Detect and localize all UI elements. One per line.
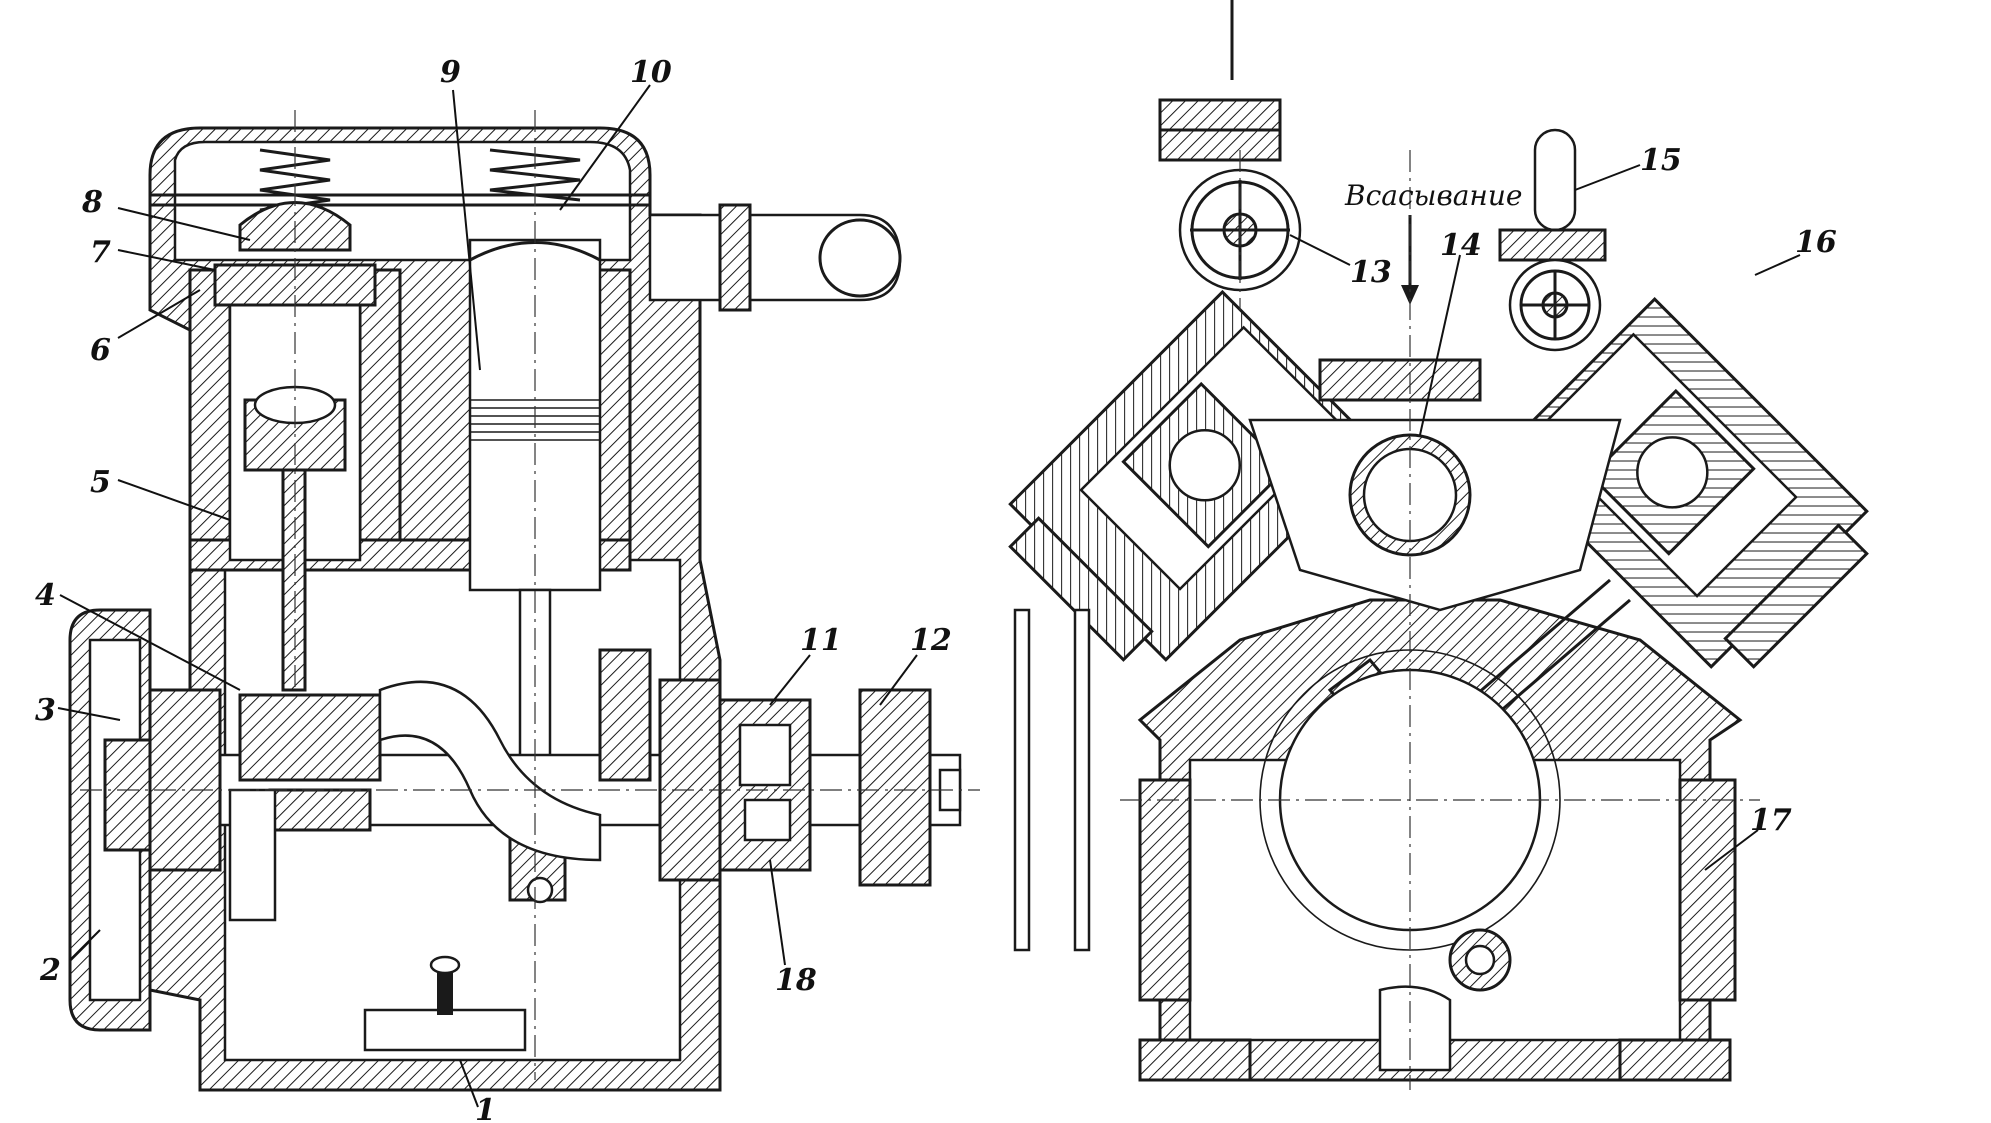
transverse-section-view: [1008, 0, 1869, 1090]
label-3: 3: [35, 693, 56, 728]
discharge-pipe: [648, 213, 902, 302]
callout-labels: 1 2 3 4 5 6 7 8 9 10 11 12 13 14 15 16 1…: [35, 55, 1837, 1123]
cylinder-wall-mid: [358, 268, 402, 562]
suction-label: Всасывание: [1344, 179, 1522, 212]
discharge-valve-13: [1158, 98, 1302, 292]
suction-valve-15: [1498, 128, 1607, 352]
drain-pipe-right: [1073, 608, 1091, 952]
crank-web-left: [238, 693, 382, 782]
label-5: 5: [90, 465, 111, 500]
main-bearing-front: [148, 688, 222, 872]
label-12: 12: [910, 623, 952, 658]
label-1: 1: [475, 1093, 496, 1123]
label-11: 11: [800, 623, 842, 658]
pulley-hub: [858, 688, 932, 887]
main-bearing-rear: [658, 678, 722, 882]
cylinder-wall-left: [188, 268, 232, 562]
longitudinal-section-view: [68, 110, 980, 1092]
label-15: 15: [1640, 143, 1682, 178]
counterweight: [598, 648, 652, 782]
label-10: 10: [630, 55, 672, 90]
right-cylinder-bank: [1496, 296, 1869, 669]
label-6: 6: [90, 333, 111, 368]
connecting-rod-left: [281, 468, 307, 692]
left-cylinder-bank: [1008, 289, 1381, 662]
oil-strainer: [363, 1008, 527, 1052]
label-8: 8: [81, 185, 103, 220]
label-13: 13: [1350, 255, 1392, 290]
label-14: 14: [1440, 228, 1482, 263]
label-4: 4: [35, 578, 56, 613]
label-18: 18: [775, 963, 817, 998]
drain-pipe-left: [1013, 608, 1031, 952]
label-9: 9: [440, 55, 461, 90]
leader-lines: [57, 84, 1801, 1108]
label-17: 17: [1750, 803, 1792, 838]
oil-pump-gear: [103, 738, 152, 852]
crank-throw: [378, 680, 602, 862]
balance-weight: [228, 788, 277, 922]
side-cover-right: [1678, 778, 1737, 1002]
label-2: 2: [39, 953, 61, 988]
side-cover-left: [1138, 778, 1192, 1002]
label-7: 7: [90, 235, 111, 270]
label-16: 16: [1795, 225, 1837, 260]
